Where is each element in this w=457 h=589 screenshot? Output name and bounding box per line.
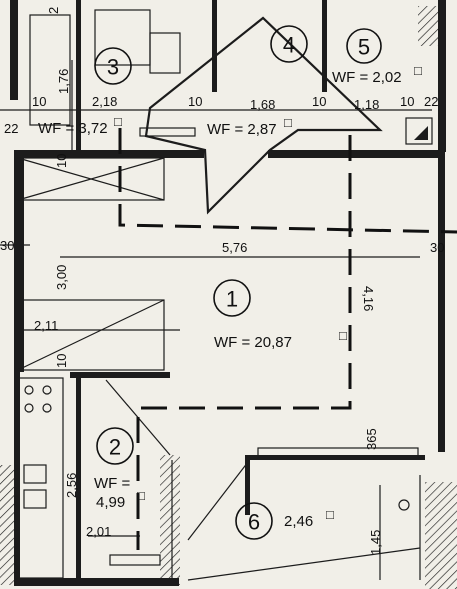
dimension-labels: 2 1,76 10 22 2,18 10 1,68 10 1,18 10 22 … (0, 7, 444, 555)
area-unit-mark: □ (326, 507, 334, 522)
exterior-walls (10, 0, 446, 586)
area-unit-mark: □ (284, 115, 292, 130)
room-number: 4 (283, 33, 295, 58)
dimension-label: 10 (312, 94, 326, 109)
room-area-label: WF = 2,87 (207, 121, 277, 138)
room-number: 6 (248, 510, 260, 535)
dimension-label: 10 (54, 154, 69, 168)
room-number: 3 (107, 55, 119, 80)
room-markers (94, 25, 382, 540)
dimension-label: 10 (54, 354, 69, 368)
dimension-label: 10 (400, 94, 414, 109)
dimension-label: 2,11 (34, 318, 58, 333)
area-unit-mark: □ (137, 488, 145, 503)
dimension-label: 2,56 (64, 473, 79, 498)
hatched-walls (0, 6, 457, 589)
dimension-label: 1,76 (56, 69, 71, 94)
dimension-label: 2 (46, 7, 61, 14)
room-number: 2 (109, 435, 121, 460)
dimension-label: 1,18 (354, 97, 379, 112)
room-area-label: WF = 3,72 (38, 120, 108, 137)
dimension-label: 22 (424, 94, 438, 109)
room-area-label: 2,46 (284, 513, 313, 530)
dimension-label: 2,01 (86, 524, 111, 539)
room-number: 1 (226, 287, 238, 312)
room-numbers: 1 2 3 4 5 6 (107, 33, 370, 535)
dimension-label: 1,45 (368, 530, 383, 555)
dimension-label: 1,68 (250, 97, 275, 112)
dimension-label: 4,16 (361, 286, 376, 311)
dimension-label: 5,76 (222, 240, 247, 255)
room-area-label: WF = (94, 475, 130, 492)
dimension-label: 365 (364, 428, 379, 450)
dashed-lines (118, 128, 457, 550)
room-area-label: 4,99 (96, 494, 125, 511)
dimension-label: 30 (430, 240, 444, 255)
room-area-label: WF = 20,87 (214, 334, 292, 351)
dimension-label: 10 (188, 94, 202, 109)
area-unit-marks: □ □ □ □ □ □ (114, 63, 422, 522)
room-areas: WF = 20,87 WF = 4,99 WF = 3,72 WF = 2,87… (38, 69, 402, 530)
dimension-label: 10 (32, 94, 46, 109)
dimension-label: 3,00 (54, 265, 69, 290)
dimension-label: 22 (4, 121, 18, 136)
area-unit-mark: □ (414, 63, 422, 78)
area-unit-mark: □ (114, 114, 122, 129)
room-number: 5 (358, 35, 370, 60)
area-unit-mark: □ (339, 328, 347, 343)
dimension-label: 30 (0, 238, 14, 253)
room-area-label: WF = 2,02 (332, 69, 402, 86)
dimension-label: 2,18 (92, 94, 117, 109)
